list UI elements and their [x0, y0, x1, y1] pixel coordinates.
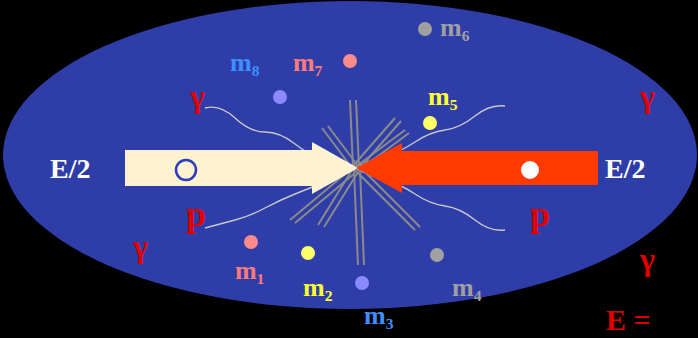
- photon-label: γ: [640, 243, 655, 275]
- beam-energy: E/2: [50, 155, 90, 183]
- mass-label: m₇: [293, 50, 322, 76]
- collision-ellipse: [3, 1, 697, 309]
- photon-label: γ: [640, 80, 655, 112]
- mass-label: m₃: [364, 303, 393, 329]
- mass-label: m₁: [235, 258, 264, 284]
- mass-label: m₆: [440, 15, 469, 41]
- mass-label: m₄: [452, 275, 481, 301]
- incoming-beams: [125, 142, 598, 194]
- particle-dots: [244, 22, 444, 290]
- proton-label: p: [186, 196, 206, 232]
- mass-label: m₅: [428, 84, 457, 110]
- mass-label: m₂: [303, 275, 332, 301]
- photon-label: γ: [133, 230, 148, 262]
- beam-energy: E/2: [605, 155, 645, 183]
- energy-equation: E =: [606, 305, 651, 335]
- mass-label: m₈: [230, 50, 259, 76]
- proton-label: p: [530, 196, 550, 232]
- photon-label: γ: [190, 80, 205, 112]
